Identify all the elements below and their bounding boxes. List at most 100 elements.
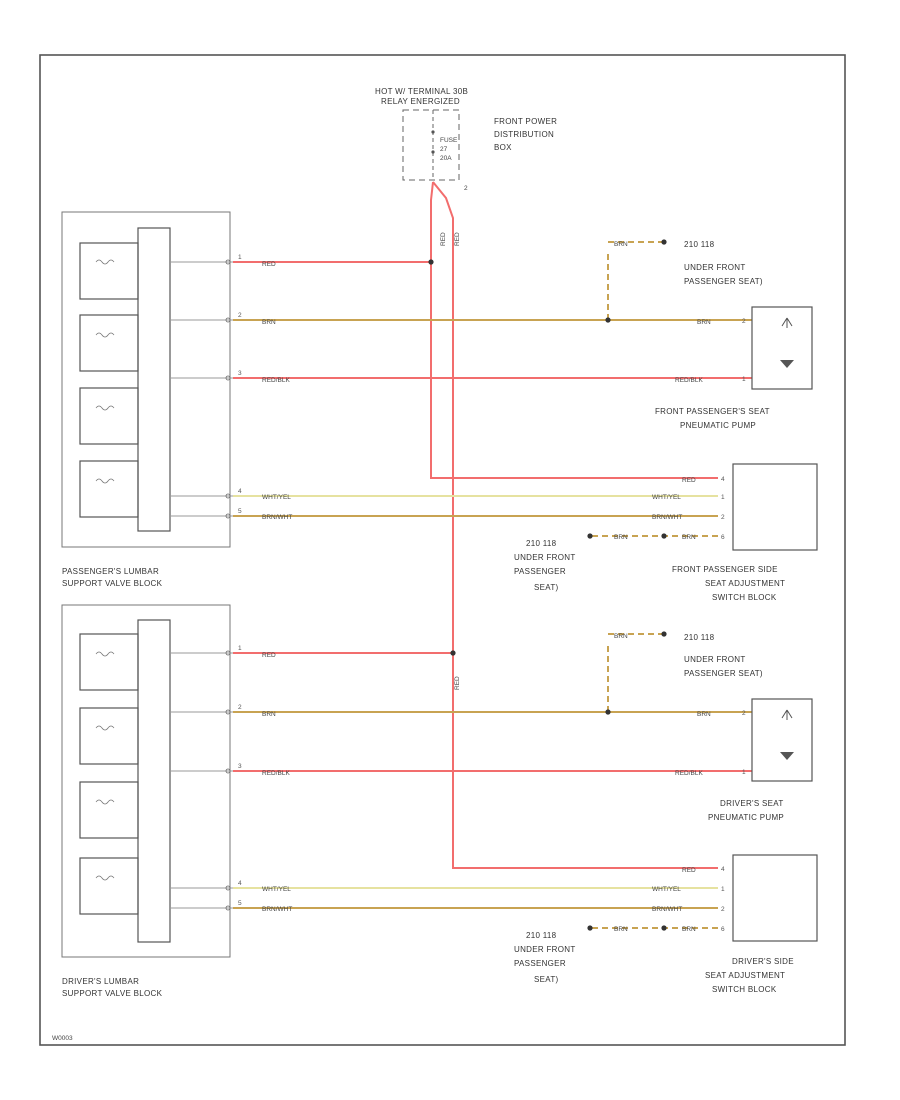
driver-valve-manifold xyxy=(137,619,171,943)
ground-terminal-1 xyxy=(661,239,667,245)
fuse-terminal-bottom xyxy=(431,150,435,154)
wire-label-l10: BRN/WHT xyxy=(652,906,682,913)
ground-splice-2 xyxy=(661,533,667,539)
wire-label-l4: WHT/YEL xyxy=(262,886,291,893)
wire-label-u13: BRN xyxy=(614,241,628,248)
pin-drv-sw-3: 2 xyxy=(721,906,725,913)
motor-icon xyxy=(781,317,793,328)
pin-valve-2: 2 xyxy=(238,312,242,319)
pin-drv-sw-1: 4 xyxy=(721,866,725,873)
ground-1-line-1: 210 118 xyxy=(684,240,715,249)
ground-4-line-4: SEAT) xyxy=(534,975,559,984)
ground-terminal-2 xyxy=(587,533,593,539)
pin-valve-10: 5 xyxy=(238,900,242,907)
fp-pump-label-2: PNEUMATIC PUMP xyxy=(680,421,756,430)
passenger-valve-outline xyxy=(61,211,231,548)
pin-valve-9: 4 xyxy=(238,880,242,887)
diagram-code: W0003 xyxy=(52,1035,73,1042)
ground-2-line-3: PASSENGER xyxy=(514,567,566,576)
ground-2-line-1: 210 118 xyxy=(526,539,557,548)
wire-label-l8: RED xyxy=(682,867,696,874)
ground-4-line-1: 210 118 xyxy=(526,931,557,940)
fuse-label-2: 27 xyxy=(440,146,448,153)
box-label-1: FRONT POWER xyxy=(494,117,557,126)
driver-switch-block: 4 1 2 6 DRIVER'S SIDE SEAT ADJUSTMENT SW… xyxy=(705,854,818,994)
wire-label-u2: BRN xyxy=(262,319,276,326)
drv-switch-label-3: SWITCH BLOCK xyxy=(712,985,777,994)
ground-splice-1 xyxy=(605,317,611,323)
ground-terminal-3 xyxy=(661,631,667,637)
pin-fp-sw-3: 2 xyxy=(721,514,725,521)
pin-valve-6: 1 xyxy=(238,645,242,652)
splice-dot-2 xyxy=(450,650,456,656)
passenger-valve-label-1: PASSENGER'S LUMBAR xyxy=(62,567,159,576)
wire-label-u9: WHT/YEL xyxy=(652,494,681,501)
driver-pneumatic-pump: 2 1 DRIVER'S SEAT PNEUMATIC PUMP xyxy=(708,698,813,822)
ground-terminal-4 xyxy=(587,925,593,931)
feed-wire-label-2: RED xyxy=(454,232,461,246)
ground-1-line-2: UNDER FRONT xyxy=(684,263,746,272)
drv-pump-label-1: DRIVER'S SEAT xyxy=(720,799,784,808)
pin-valve-5: 5 xyxy=(238,508,242,515)
splice-dot-1 xyxy=(428,259,434,265)
fuse-pin: 2 xyxy=(464,185,468,192)
fuse-label-1: FUSE xyxy=(440,137,458,144)
passenger-valve-manifold xyxy=(137,227,171,532)
ground-3-line-2: UNDER FRONT xyxy=(684,655,746,664)
drv-switch-label-1: DRIVER'S SIDE xyxy=(732,957,794,966)
source-title-1: HOT W/ TERMINAL 30B xyxy=(375,87,468,96)
valve-connector-pins: 1 2 3 4 5 1 2 3 4 5 xyxy=(225,254,242,911)
ground-labels: 210 118 UNDER FRONT PASSENGER SEAT) 210 … xyxy=(514,240,763,984)
pin-valve-4: 4 xyxy=(238,488,242,495)
pin-drv-pump-1: 2 xyxy=(742,710,746,717)
upper-signal-wires xyxy=(233,241,752,537)
pump-icon xyxy=(780,752,794,760)
wire-label-l11: BRN xyxy=(682,926,696,933)
ground-2-line-4: SEAT) xyxy=(534,583,559,592)
driver-valve-block: DRIVER'S LUMBAR SUPPORT VALVE BLOCK xyxy=(61,604,233,998)
wire-label-l3: RED/BLK xyxy=(262,770,290,777)
ground-splice-4 xyxy=(661,925,667,931)
wire-label-l9: WHT/YEL xyxy=(652,886,681,893)
pin-valve-7: 2 xyxy=(238,704,242,711)
front-power-distribution-box: HOT W/ TERMINAL 30B RELAY ENERGIZED FUSE… xyxy=(375,87,557,192)
wire-label-l7: RED/BLK xyxy=(675,770,703,777)
wire-label-u4: WHT/YEL xyxy=(262,494,291,501)
ground-3-line-3: PASSENGER SEAT) xyxy=(684,669,763,678)
drv-pump-label-2: PNEUMATIC PUMP xyxy=(708,813,784,822)
motor-icon xyxy=(781,709,793,720)
diagram-frame xyxy=(39,54,846,1046)
pin-fp-sw-1: 4 xyxy=(721,476,725,483)
wire-label-l5: BRN/WHT xyxy=(262,906,292,913)
pin-fp-pump-2: 1 xyxy=(742,376,746,383)
fp-pump-label-1: FRONT PASSENGER'S SEAT xyxy=(655,407,770,416)
front-passenger-pneumatic-pump: 2 1 FRONT PASSENGER'S SEAT PNEUMATIC PUM… xyxy=(655,306,813,430)
ground-4-line-3: PASSENGER xyxy=(514,959,566,968)
red-feed-wires xyxy=(233,181,718,869)
fuse-label-3: 20A xyxy=(440,155,452,162)
pin-valve-1: 1 xyxy=(238,254,242,261)
pin-drv-sw-4: 6 xyxy=(721,926,725,933)
wire-label-u6: BRN xyxy=(697,319,711,326)
passenger-valve-label-2: SUPPORT VALVE BLOCK xyxy=(62,579,163,588)
feed-wire-label-1: RED xyxy=(440,232,447,246)
wire-label-l12: BRN xyxy=(614,926,628,933)
fp-switch-label-1: FRONT PASSENGER SIDE xyxy=(672,565,778,574)
ground-3-line-1: 210 118 xyxy=(684,633,715,642)
fuse-terminal-top xyxy=(431,130,435,134)
pin-valve-8: 3 xyxy=(238,763,242,770)
pin-fp-pump-1: 2 xyxy=(742,318,746,325)
pin-fp-sw-4: 6 xyxy=(721,534,725,541)
wire-label-u7: RED/BLK xyxy=(675,377,703,384)
wire-label-u5: BRN/WHT xyxy=(262,514,292,521)
passenger-valve-block: PASSENGER'S LUMBAR SUPPORT VALVE BLOCK xyxy=(61,211,233,588)
pin-fp-sw-2: 1 xyxy=(721,494,725,501)
feed-wire-label-3: RED xyxy=(454,676,461,690)
wire-label-l13: BRN xyxy=(614,633,628,640)
source-title-2: RELAY ENERGIZED xyxy=(381,97,460,106)
wire-label-l1: RED xyxy=(262,652,276,659)
pin-valve-3: 3 xyxy=(238,370,242,377)
pin-drv-pump-2: 1 xyxy=(742,769,746,776)
ground-4-line-2: UNDER FRONT xyxy=(514,945,576,954)
